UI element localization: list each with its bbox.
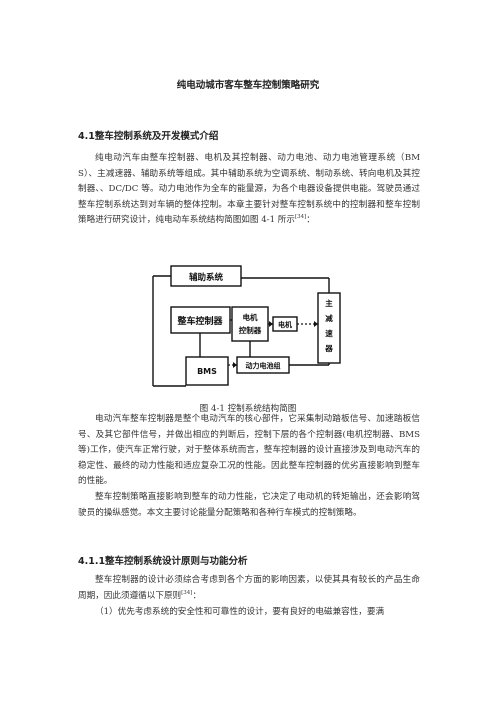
aux-system-label: 辅助系统 [189, 272, 224, 283]
reducer-label-4: 器 [324, 344, 333, 353]
citation-ref: [34] [294, 214, 307, 221]
paragraph-vcu: 电动汽车整车控制器是整个电动汽车的核心部件，它采集制动踏板信号、加速踏板信号、及… [78, 414, 420, 487]
paragraph-strategy: 整车控制策略直接影响到整车的动力性能，它决定了电动机的转矩输出，还会影响驾驶员的… [78, 492, 420, 518]
motor-controller-label-1: 电机 [243, 312, 258, 322]
paragraph-principles-text: 整车控制器的设计必须综合考虑到各个方面的影响因素，以使其具有较长的产品生命周期，… [78, 575, 420, 601]
reducer-label-2: 减 [325, 313, 333, 323]
battery-label: 动力电池组 [246, 361, 281, 370]
reducer-label-1: 主 [325, 298, 333, 308]
paragraph-intro-text: 纯电动汽车由整车控制器、电机及其控制器、动力电池、动力电池管理系统（BMS）、主… [78, 153, 420, 226]
page-title: 纯电动城市客车整车控制策略研究 [176, 80, 320, 91]
paragraph-intro: 纯电动汽车由整车控制器、电机及其控制器、动力电池、动力电池管理系统（BMS）、主… [78, 151, 420, 229]
vcu-label: 整车控制器 [176, 315, 223, 327]
figure-caption: 图 4-1 控制系统结构简图 [199, 404, 297, 414]
citation-ref-2: [34] [181, 589, 193, 596]
paragraph-principle-1: （1）优先考虑系统的安全性和可靠性的设计，要有良好的电磁兼容性，要满 [95, 607, 385, 617]
paragraph-principles: 整车控制器的设计必须综合考虑到各个方面的影响因素，以使其具有较长的产品生命周期，… [78, 573, 420, 604]
subsection-heading: 4.1.1整车控制系统设计原则与功能分析 [78, 556, 248, 567]
reducer-label-3: 速 [325, 328, 333, 338]
section-heading: 4.1整车控制系统及开发模式介绍 [78, 131, 219, 142]
bms-box [185, 356, 229, 386]
paragraph-principles-end: ： [192, 590, 202, 601]
motor-controller-label-2: 控制器 [239, 325, 262, 335]
bms-label: BMS [197, 367, 217, 376]
motor-label: 电机 [278, 320, 292, 329]
paragraph-intro-end: ： [306, 215, 315, 226]
